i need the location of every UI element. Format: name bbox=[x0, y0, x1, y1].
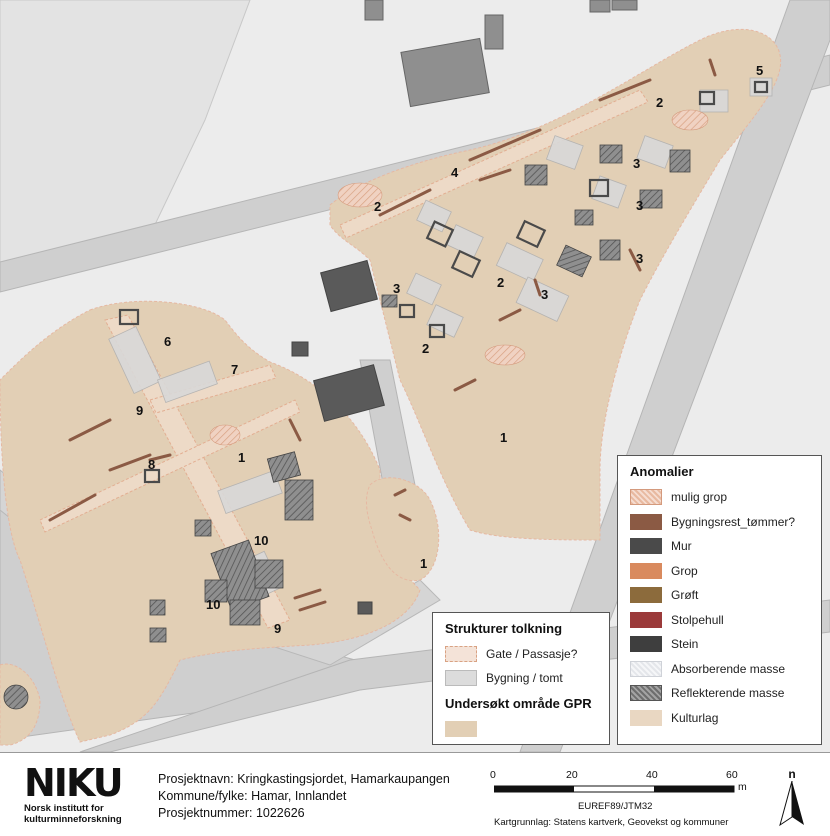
area-number: 1 bbox=[420, 556, 427, 571]
area-number: 1 bbox=[238, 450, 245, 465]
area-number: 2 bbox=[374, 199, 381, 214]
legend-label: Absorberende masse bbox=[671, 661, 786, 676]
field-area bbox=[0, 0, 251, 266]
legend-label: Reflekterende masse bbox=[671, 686, 785, 701]
area-number: 7 bbox=[231, 362, 238, 377]
area-number-labels: 1 1 1 2 2 2 2 3 3 3 3 3 4 5 6 7 8 9 9 10… bbox=[136, 63, 763, 636]
area-number: 9 bbox=[274, 621, 281, 636]
legend-label: Grop bbox=[671, 563, 698, 578]
legend-item-mur: Mur bbox=[630, 534, 809, 559]
swatch bbox=[630, 538, 662, 555]
gpr-legend-title: Undersøkt område GPR bbox=[445, 696, 592, 711]
legend-label: Gate / Passasje? bbox=[486, 647, 578, 661]
legend-item-absorberende: Absorberende masse bbox=[630, 657, 809, 682]
swatch bbox=[630, 685, 662, 702]
legend-label: Bygningsrest_tømmer? bbox=[671, 514, 796, 529]
structure-legend: Strukturer tolkning Gate / Passasje? Byg… bbox=[432, 612, 610, 745]
walls bbox=[118, 80, 769, 484]
legend-item-grop: Grop bbox=[630, 559, 809, 584]
project-info: Prosjektnavn: Kringkastingsjordet, Hamar… bbox=[158, 771, 450, 822]
scale-bar-graphic bbox=[494, 785, 735, 793]
swatch bbox=[630, 489, 662, 506]
area-number: 5 bbox=[756, 63, 763, 78]
project-county: Kommune/fylke: Hamar, Innlandet bbox=[158, 789, 347, 803]
swatch bbox=[630, 636, 662, 653]
project-name: Prosjektnavn: Kringkastingsjordet, Hamar… bbox=[158, 772, 450, 786]
swatch bbox=[630, 562, 662, 579]
legend-label: mulig grop bbox=[671, 490, 728, 505]
legend-label: Grøft bbox=[671, 588, 699, 603]
footer: NIKU Norsk institutt for kulturminnefors… bbox=[0, 752, 830, 836]
legend-item-bygning: Bygning / tomt bbox=[445, 666, 597, 690]
legend-label: Mur bbox=[671, 539, 692, 554]
area-number: 3 bbox=[636, 251, 643, 266]
reflective-masses bbox=[3, 144, 691, 710]
legend-item-mulig-grop: mulig grop bbox=[630, 485, 809, 510]
scale-label-20: 20 bbox=[566, 769, 578, 781]
swatch bbox=[445, 646, 477, 662]
area-number: 9 bbox=[136, 403, 143, 418]
anomaly-legend: Anomalier mulig grop Bygningsrest_tømmer… bbox=[617, 455, 822, 745]
legend-label: Stolpehull bbox=[671, 612, 724, 627]
structure-legend-title: Strukturer tolkning bbox=[445, 621, 563, 636]
swatch bbox=[630, 709, 662, 726]
area-number: 3 bbox=[541, 287, 548, 302]
scale-label-0: 0 bbox=[490, 769, 496, 781]
area-number: 2 bbox=[656, 95, 663, 110]
legend-item-stein: Stein bbox=[630, 632, 809, 657]
legend-label: Kulturlag bbox=[671, 710, 719, 725]
area-number: 3 bbox=[633, 156, 640, 171]
swatch bbox=[630, 660, 662, 677]
niku-logo: NIKU Norsk institutt for kulturminnefors… bbox=[24, 763, 146, 825]
timber-remains bbox=[48, 58, 717, 612]
area-number: 8 bbox=[148, 457, 155, 472]
legend-item-gpr bbox=[445, 717, 597, 741]
scale-unit: m bbox=[738, 781, 747, 793]
niku-wordmark: NIKU bbox=[24, 761, 124, 805]
swatch bbox=[445, 670, 477, 686]
area-number: 6 bbox=[164, 334, 171, 349]
institute-line-2: kulturminneforskning bbox=[24, 814, 122, 825]
area-number: 4 bbox=[451, 165, 459, 180]
scale-label-40: 40 bbox=[646, 769, 658, 781]
crs-label: EUREF89/JTM32 bbox=[578, 801, 653, 812]
swatch bbox=[630, 587, 662, 604]
swatch bbox=[630, 611, 662, 628]
legend-item-reflekterende: Reflekterende masse bbox=[630, 681, 809, 706]
swatch bbox=[630, 513, 662, 530]
legend-item-groft: Grøft bbox=[630, 583, 809, 608]
map-canvas: 1 1 1 2 2 2 2 3 3 3 3 3 4 5 6 7 8 9 9 10… bbox=[0, 0, 830, 752]
project-number: Prosjektnummer: 1022626 bbox=[158, 806, 305, 820]
area-number: 3 bbox=[393, 281, 400, 296]
basemap-credit: Kartgrunnlag: Statens kartverk, Geovekst… bbox=[494, 817, 729, 828]
north-arrow-icon bbox=[779, 780, 804, 827]
area-number: 10 bbox=[206, 597, 220, 612]
area-number: 2 bbox=[497, 275, 504, 290]
possible-pits bbox=[209, 109, 709, 446]
scale-bar: 0 20 40 60 m EUREF89/JTM32 Kartgrunnlag:… bbox=[490, 765, 750, 831]
legend-item-gate: Gate / Passasje? bbox=[445, 642, 597, 666]
map-buildings bbox=[291, 259, 385, 615]
area-number: 1 bbox=[500, 430, 507, 445]
area-number: 10 bbox=[254, 533, 268, 548]
legend-label: Stein bbox=[671, 637, 699, 652]
area-number: 2 bbox=[422, 341, 429, 356]
anomaly-legend-title: Anomalier bbox=[630, 464, 694, 479]
swatch bbox=[445, 721, 477, 737]
legend-item-kulturlag: Kulturlag bbox=[630, 706, 809, 731]
legend-label: Bygning / tomt bbox=[486, 671, 563, 685]
legend-item-stolpehull: Stolpehull bbox=[630, 608, 809, 633]
scale-label-60: 60 bbox=[726, 769, 738, 781]
north-label: n bbox=[788, 767, 796, 781]
north-arrow: n bbox=[776, 767, 808, 829]
houses bbox=[364, 0, 638, 108]
institute-line-1: Norsk institutt for bbox=[24, 803, 104, 814]
area-number: 3 bbox=[636, 198, 643, 213]
legend-item-bygningsrest: Bygningsrest_tømmer? bbox=[630, 510, 809, 535]
